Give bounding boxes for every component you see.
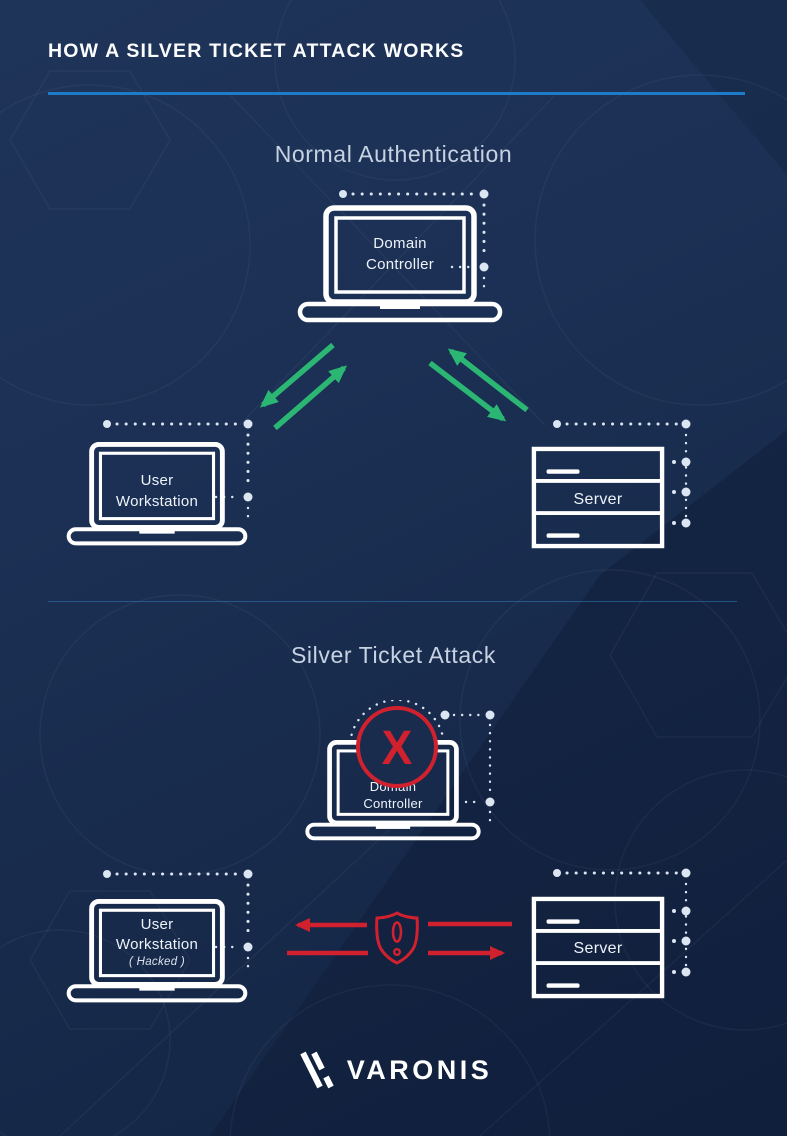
footer-logo: VARONIS: [0, 1048, 787, 1092]
hacked-status: ( Hacked ): [128, 956, 186, 968]
dotted-frame-icon: [103, 419, 253, 525]
laptop-icon: [297, 205, 503, 323]
red-arrows-shield-icon: [287, 911, 512, 965]
server-label: Server: [573, 491, 623, 508]
dotted-frame-icon: [350, 700, 495, 828]
server-rack-icon: [531, 896, 665, 999]
dotted-frame-icon: [553, 419, 691, 528]
user-workstation-label: User Workstation: [115, 472, 199, 510]
brand-wordmark: VARONIS: [346, 1054, 493, 1085]
laptop-icon: [66, 898, 248, 1003]
user-workstation-label: User Workstation ( Hacked ): [100, 915, 214, 970]
laptop-icon: [66, 441, 248, 546]
title-underline: [48, 92, 745, 95]
shield-alert-icon: [375, 911, 419, 965]
section-divider: [48, 601, 737, 602]
x-circle-icon: X: [356, 706, 438, 788]
dotted-frame-icon: [103, 869, 253, 975]
dotted-frame-icon: [553, 868, 691, 977]
section-attack-title: Silver Ticket Attack: [290, 642, 496, 668]
server-rack-icon: [531, 446, 665, 549]
server-label: Server: [573, 940, 623, 957]
x-mark: X: [381, 719, 413, 775]
page-title: HOW A SILVER TICKET ATTACK WORKS: [48, 40, 465, 62]
domain-controller-label: Domain Controller: [365, 235, 435, 273]
green-arrows-icon: [259, 342, 529, 431]
varonis-logo-icon: [300, 1051, 334, 1089]
section-normal-title: Normal Authentication: [274, 141, 513, 167]
dotted-frame-icon: [339, 189, 489, 295]
